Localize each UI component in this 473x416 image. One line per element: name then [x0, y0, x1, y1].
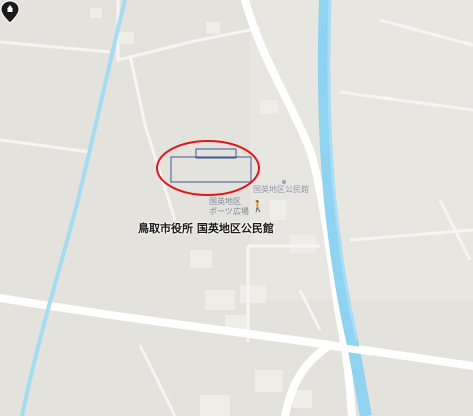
- poi-dot-icon: [282, 180, 286, 184]
- bridges: [329, 342, 373, 356]
- poi-label-sports-line2: ポーツ広場: [209, 207, 249, 216]
- poi-label-sports-plaza[interactable]: 国英地区 ポーツ広場: [209, 197, 249, 217]
- canal-left: [20, 0, 127, 416]
- poi-label-sports-line1: 国英地区: [209, 197, 241, 206]
- map-pin-icon[interactable]: [0, 0, 20, 24]
- river: [317, 0, 372, 416]
- building-outlines: [170, 148, 252, 183]
- land-area: [250, 0, 473, 300]
- pedestrian-icon: 🚶: [251, 200, 265, 213]
- poi-label-community-hall[interactable]: 国英地区公民館: [253, 185, 309, 194]
- buildings: [90, 8, 316, 416]
- highlight-circle: [156, 140, 260, 196]
- place-title-label[interactable]: 鳥取市役所 国英地区公民館: [138, 222, 274, 235]
- river-highlight: [327, 0, 359, 341]
